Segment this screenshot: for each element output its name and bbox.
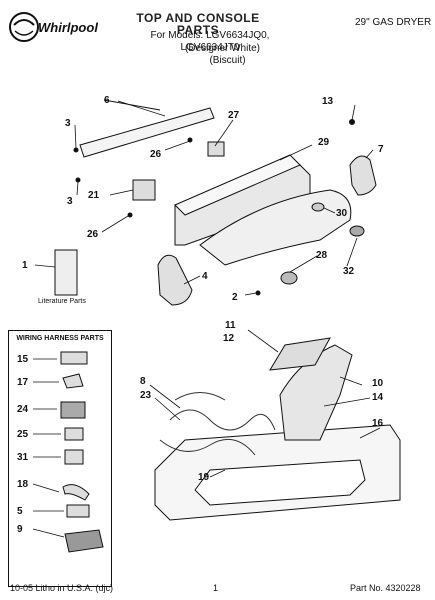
callout-29: 29 [318,137,330,148]
callout-28: 28 [316,250,328,261]
variant-labels: (Designer White) (Biscuit) [175,43,270,67]
whirlpool-logo: Whirlpool [8,10,98,44]
leader-lines [34,100,381,478]
callout-7: 7 [378,144,384,155]
harness-callout-25: 25 [17,429,29,440]
end-cap-right [349,155,377,196]
callout-10: 10 [372,378,384,389]
product-type: 29" GAS DRYER [355,17,432,28]
literature-parts [54,249,78,296]
brand-text: Whirlpool [38,20,98,35]
page-title: TOP AND CONSOLE PARTS [136,11,260,37]
callout-6: 6 [104,95,110,106]
variant-2: (Biscuit) [209,55,246,66]
callout-3b: 3 [67,196,73,207]
screw-3b [75,177,81,183]
callout-30: 30 [336,208,348,219]
harness-part-18 [62,484,90,501]
model-list: For Models: LGV6634JQ0, LGV6634JT0 [150,30,270,53]
footer-part-no: Part No. 4320228 [350,583,421,593]
harness-part-24 [60,401,86,419]
callout-26b: 26 [87,229,99,240]
harness-callout-5: 5 [17,506,23,517]
screw-2 [255,290,261,296]
callout-23: 23 [140,390,152,401]
callout-1: 1 [22,260,28,271]
wiring-harness [159,392,276,456]
lint-screen [269,337,331,371]
screw-14 [349,119,355,125]
callout-32: 32 [343,266,355,277]
harness-part-31 [64,449,84,465]
footer-page: 1 [213,583,219,593]
callout-8: 8 [140,376,146,387]
callout-4: 4 [202,271,208,282]
harness-part-15 [60,351,88,365]
callout-14: 13 [322,96,334,107]
harness-callout-9: 9 [17,524,23,535]
harness-part-9 [64,529,104,553]
literature-label: Literature Parts [38,298,86,305]
knob-28 [280,271,298,285]
callout-26a: 26 [150,149,162,160]
callout-2: 2 [232,292,238,303]
console-top [174,154,301,216]
switch [207,141,225,157]
harness-callout-31: 31 [17,452,29,463]
screw-26b [127,212,133,218]
knob-30 [311,202,325,212]
harness-parts-list: 15 17 24 25 31 18 5 9 [17,351,104,553]
callout-27: 27 [228,110,240,121]
harness-part-25 [64,427,84,441]
harness-part-17 [62,373,84,389]
timer [132,179,156,201]
harness-callout-24: 24 [17,404,29,415]
harness-callout-17: 17 [17,377,29,388]
callout-16: 16 [372,418,384,429]
top-panel-opening [194,459,366,506]
footer-litho: 10-05 Litho in U.S.A. (djc) [10,583,114,593]
rear-bracket [79,107,215,158]
callout-3a: 3 [65,118,71,129]
variant-1: (Designer White) [184,43,261,54]
harness-callout-18: 18 [17,479,29,490]
end-cap-left [157,254,193,306]
knob-32 [349,225,365,237]
callout-numbers: 6 3 27 26 29 13 7 21 3 26 30 28 4 32 2 1… [22,95,384,483]
callout-11: 11 [225,320,236,331]
harness-parts-box: WIRING HARNESS PARTS 15 17 24 25 31 18 5… [8,330,112,587]
harness-box-title: WIRING HARNESS PARTS [16,335,104,342]
screw-3a [73,147,79,153]
callout-19: 19 [198,472,210,483]
callout-13: 14 [372,392,384,403]
callout-12: 12 [223,333,235,344]
harness-part-5 [66,504,90,518]
harness-callout-15: 15 [17,354,29,365]
callout-21: 21 [88,190,100,201]
